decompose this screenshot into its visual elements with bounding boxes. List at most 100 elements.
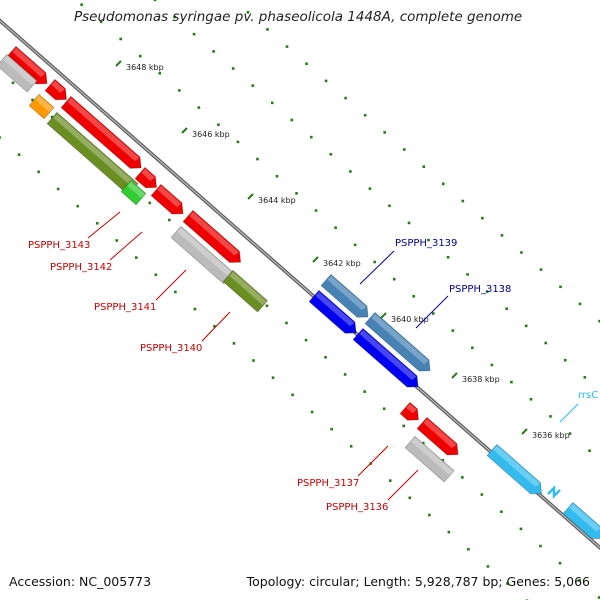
gene-leader-line — [109, 231, 143, 261]
gene-cyan[interactable] — [562, 501, 600, 544]
scale-dot — [431, 312, 435, 315]
scale-dot — [174, 290, 177, 294]
gene-green[interactable] — [120, 179, 147, 206]
gene-label[interactable]: PSPPH_3136 — [326, 502, 388, 513]
scale-dot — [324, 79, 328, 83]
scale-dot — [480, 493, 484, 496]
gene-label[interactable]: PSPPH_3139 — [395, 238, 457, 249]
scale-dot — [558, 561, 562, 565]
scale-dot — [402, 148, 406, 151]
scale-dot — [314, 209, 318, 212]
gene-red[interactable] — [399, 401, 423, 425]
scale-dot — [467, 547, 470, 551]
scale-dot — [421, 441, 425, 445]
scale-dot — [246, 10, 250, 14]
gene-red[interactable] — [60, 95, 146, 173]
scale-dot — [266, 28, 269, 31]
scale-dot — [539, 268, 543, 271]
scale-tick — [181, 127, 188, 134]
scale-dot — [568, 432, 572, 435]
scale-dot — [148, 201, 152, 205]
scale-label: 3646 kbp — [192, 130, 230, 139]
scale-dot — [95, 221, 99, 225]
gene-red[interactable] — [416, 416, 463, 460]
scale-dot — [329, 152, 333, 156]
scale-dot — [408, 496, 412, 500]
scale-dot — [349, 170, 352, 173]
gene-steel[interactable] — [320, 273, 373, 322]
scale-dot — [135, 256, 138, 259]
scale-dot — [213, 324, 216, 328]
gene-red-top[interactable] — [0, 0, 21, 4]
scale-dot — [544, 341, 548, 345]
scale-dot — [192, 32, 196, 36]
scale-dot — [252, 359, 255, 362]
scale-label: 3638 kbp — [462, 375, 500, 384]
genome-title: Pseudomonas syringae pv. phaseolicola 14… — [74, 9, 523, 25]
scale-dot — [402, 424, 406, 428]
scale-dot — [578, 579, 581, 582]
gene-label[interactable]: PSPPH_3140 — [140, 343, 202, 354]
gene-blue[interactable] — [308, 289, 361, 338]
scale-dot — [80, 3, 83, 6]
gene-blue[interactable] — [352, 327, 423, 392]
gene-label[interactable]: PSPPH_3138 — [449, 284, 511, 295]
gene-red[interactable] — [134, 166, 161, 193]
scale-dot — [583, 376, 587, 379]
gene-red[interactable] — [150, 183, 188, 219]
scale-dot — [305, 62, 308, 66]
gene-label[interactable]: PSPPH_3137 — [297, 478, 359, 489]
scale-tick — [521, 428, 528, 435]
gene-olive[interactable] — [222, 269, 269, 313]
scale-dot — [0, 136, 1, 139]
scale-dot — [37, 170, 40, 174]
scale-dot — [353, 243, 357, 247]
scale-dot — [471, 346, 474, 350]
gene-leader-line — [201, 311, 231, 342]
scale-tick — [247, 193, 254, 200]
scale-dot — [461, 199, 465, 203]
gene-label[interactable]: PSPPH_3142 — [50, 262, 112, 273]
scale-dot — [427, 238, 430, 242]
gene-gray[interactable] — [0, 53, 38, 93]
scale-dot — [285, 45, 289, 48]
scale-dot — [295, 192, 298, 195]
scale-dot — [212, 50, 215, 53]
gene-label[interactable]: PSPPH_3141 — [94, 302, 156, 313]
scale-dot — [539, 544, 542, 548]
scale-dot — [232, 342, 236, 345]
gene-label[interactable]: rrsC — [578, 390, 598, 401]
scale-dot — [56, 187, 60, 191]
scale-dot — [50, 115, 54, 119]
gene-red[interactable] — [44, 78, 71, 105]
scale-label: 3642 kbp — [323, 259, 361, 268]
scale-dot — [167, 218, 171, 222]
scale-dot — [383, 131, 386, 134]
gene-red[interactable] — [182, 209, 245, 267]
gene-leader-line — [357, 445, 389, 477]
scale-dot — [392, 277, 396, 281]
gene-label[interactable]: PSPPH_3143 — [28, 240, 90, 251]
gene-orange[interactable] — [28, 93, 55, 120]
gene-steel[interactable] — [364, 311, 435, 376]
scale-dot — [217, 123, 220, 127]
scale-label: 3636 kbp — [532, 431, 570, 440]
scale-dot — [563, 358, 567, 362]
scale-label: 3648 kbp — [126, 63, 164, 72]
scale-dot — [343, 373, 347, 376]
scale-dot — [368, 187, 372, 190]
accession-text: Accession: NC_005773 — [9, 574, 152, 589]
scale-dot — [99, 20, 103, 24]
scale-dot — [486, 565, 490, 568]
scale-dot — [334, 226, 337, 229]
gene-gray[interactable] — [404, 435, 455, 483]
scale-dot — [119, 37, 123, 41]
gene-cyan[interactable] — [486, 443, 546, 499]
scale-label: 3644 kbp — [258, 196, 296, 205]
rrs-marker-icon — [547, 484, 561, 500]
scale-dot — [17, 153, 21, 156]
scale-dot — [363, 390, 366, 393]
